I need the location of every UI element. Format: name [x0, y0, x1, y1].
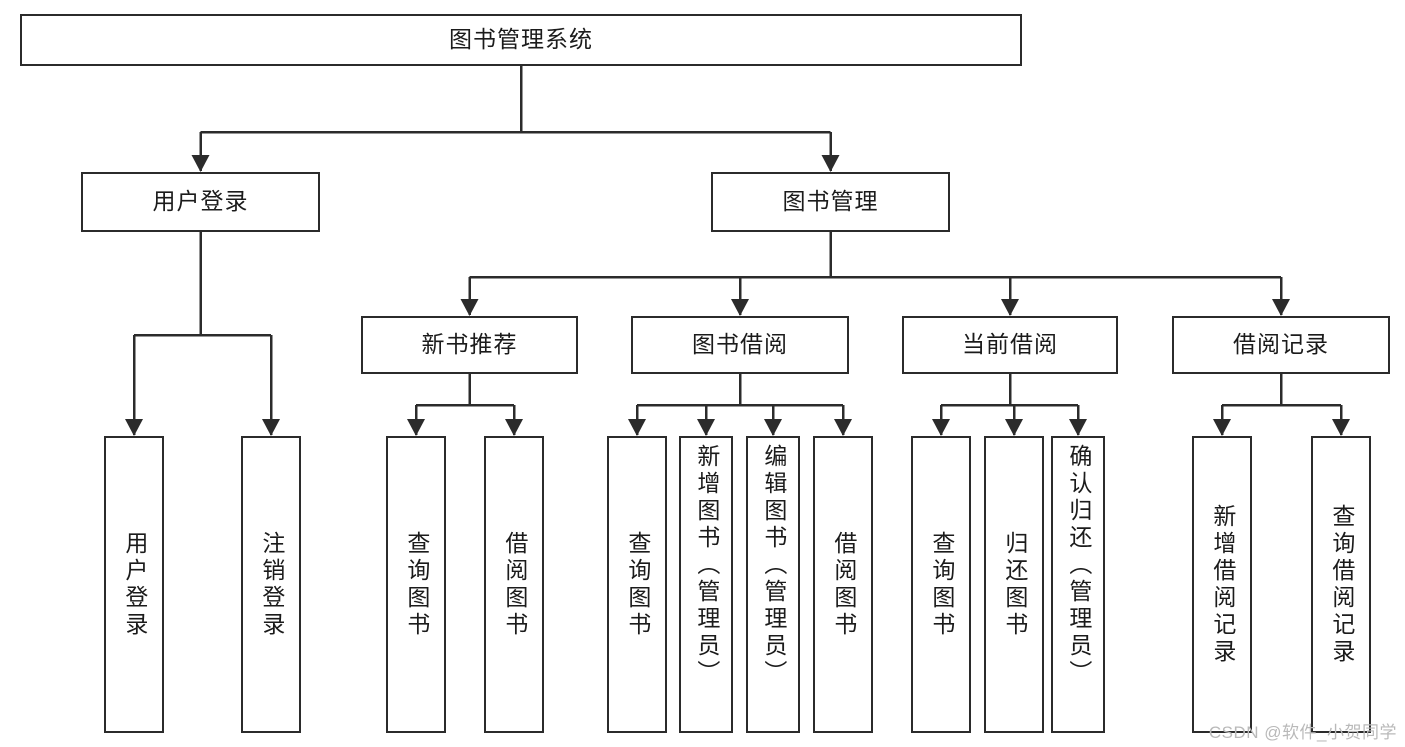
arrowhead-icon	[1069, 419, 1087, 436]
node-leaf-user-login: 用户登录	[104, 436, 164, 733]
node-leaf-confirm-return-admin: 确认归还（管理员）	[1051, 436, 1105, 733]
arrowhead-icon	[821, 155, 840, 172]
arrowhead-icon	[191, 155, 210, 172]
arrowhead-icon	[697, 419, 715, 436]
arrowhead-icon	[125, 419, 143, 436]
node-leaf-query-book-2: 查询图书	[607, 436, 667, 733]
node-leaf-add-borrow-record: 新增借阅记录	[1192, 436, 1252, 733]
arrowhead-icon	[628, 419, 646, 436]
arrowhead-icon	[764, 419, 782, 436]
node-leaf-borrow-book-2: 借阅图书	[813, 436, 873, 733]
node-n-user-login: 用户登录	[81, 172, 320, 232]
arrowhead-icon	[1005, 419, 1023, 436]
node-leaf-query-book-3: 查询图书	[911, 436, 971, 733]
node-leaf-logout: 注销登录	[241, 436, 301, 733]
node-leaf-edit-book-admin: 编辑图书（管理员）	[746, 436, 800, 733]
arrowhead-icon	[1213, 419, 1231, 436]
node-leaf-return-book: 归还图书	[984, 436, 1044, 733]
node-n-current-borrow: 当前借阅	[902, 316, 1118, 374]
node-leaf-query-book-1: 查询图书	[386, 436, 446, 733]
arrowhead-icon	[460, 299, 479, 316]
watermark-text: CSDN @软件_小贺同学	[1208, 723, 1397, 742]
arrowhead-icon	[834, 419, 852, 436]
arrowhead-icon	[1001, 299, 1019, 316]
arrowhead-icon	[1272, 299, 1290, 316]
node-leaf-query-borrow-record: 查询借阅记录	[1311, 436, 1371, 733]
node-n-book-mgmt: 图书管理	[711, 172, 950, 232]
arrowhead-icon	[262, 419, 280, 436]
node-root: 图书管理系统	[20, 14, 1022, 66]
arrowhead-icon	[932, 419, 950, 436]
arrowhead-icon	[505, 419, 523, 436]
arrowhead-icon	[1332, 419, 1350, 436]
arrowhead-icon	[731, 299, 749, 316]
node-leaf-borrow-book-1: 借阅图书	[484, 436, 544, 733]
node-n-book-borrow: 图书借阅	[631, 316, 849, 374]
node-n-borrow-record: 借阅记录	[1172, 316, 1390, 374]
arrowhead-icon	[407, 419, 425, 436]
node-n-new-book-rec: 新书推荐	[361, 316, 578, 374]
node-leaf-add-book-admin: 新增图书（管理员）	[679, 436, 733, 733]
